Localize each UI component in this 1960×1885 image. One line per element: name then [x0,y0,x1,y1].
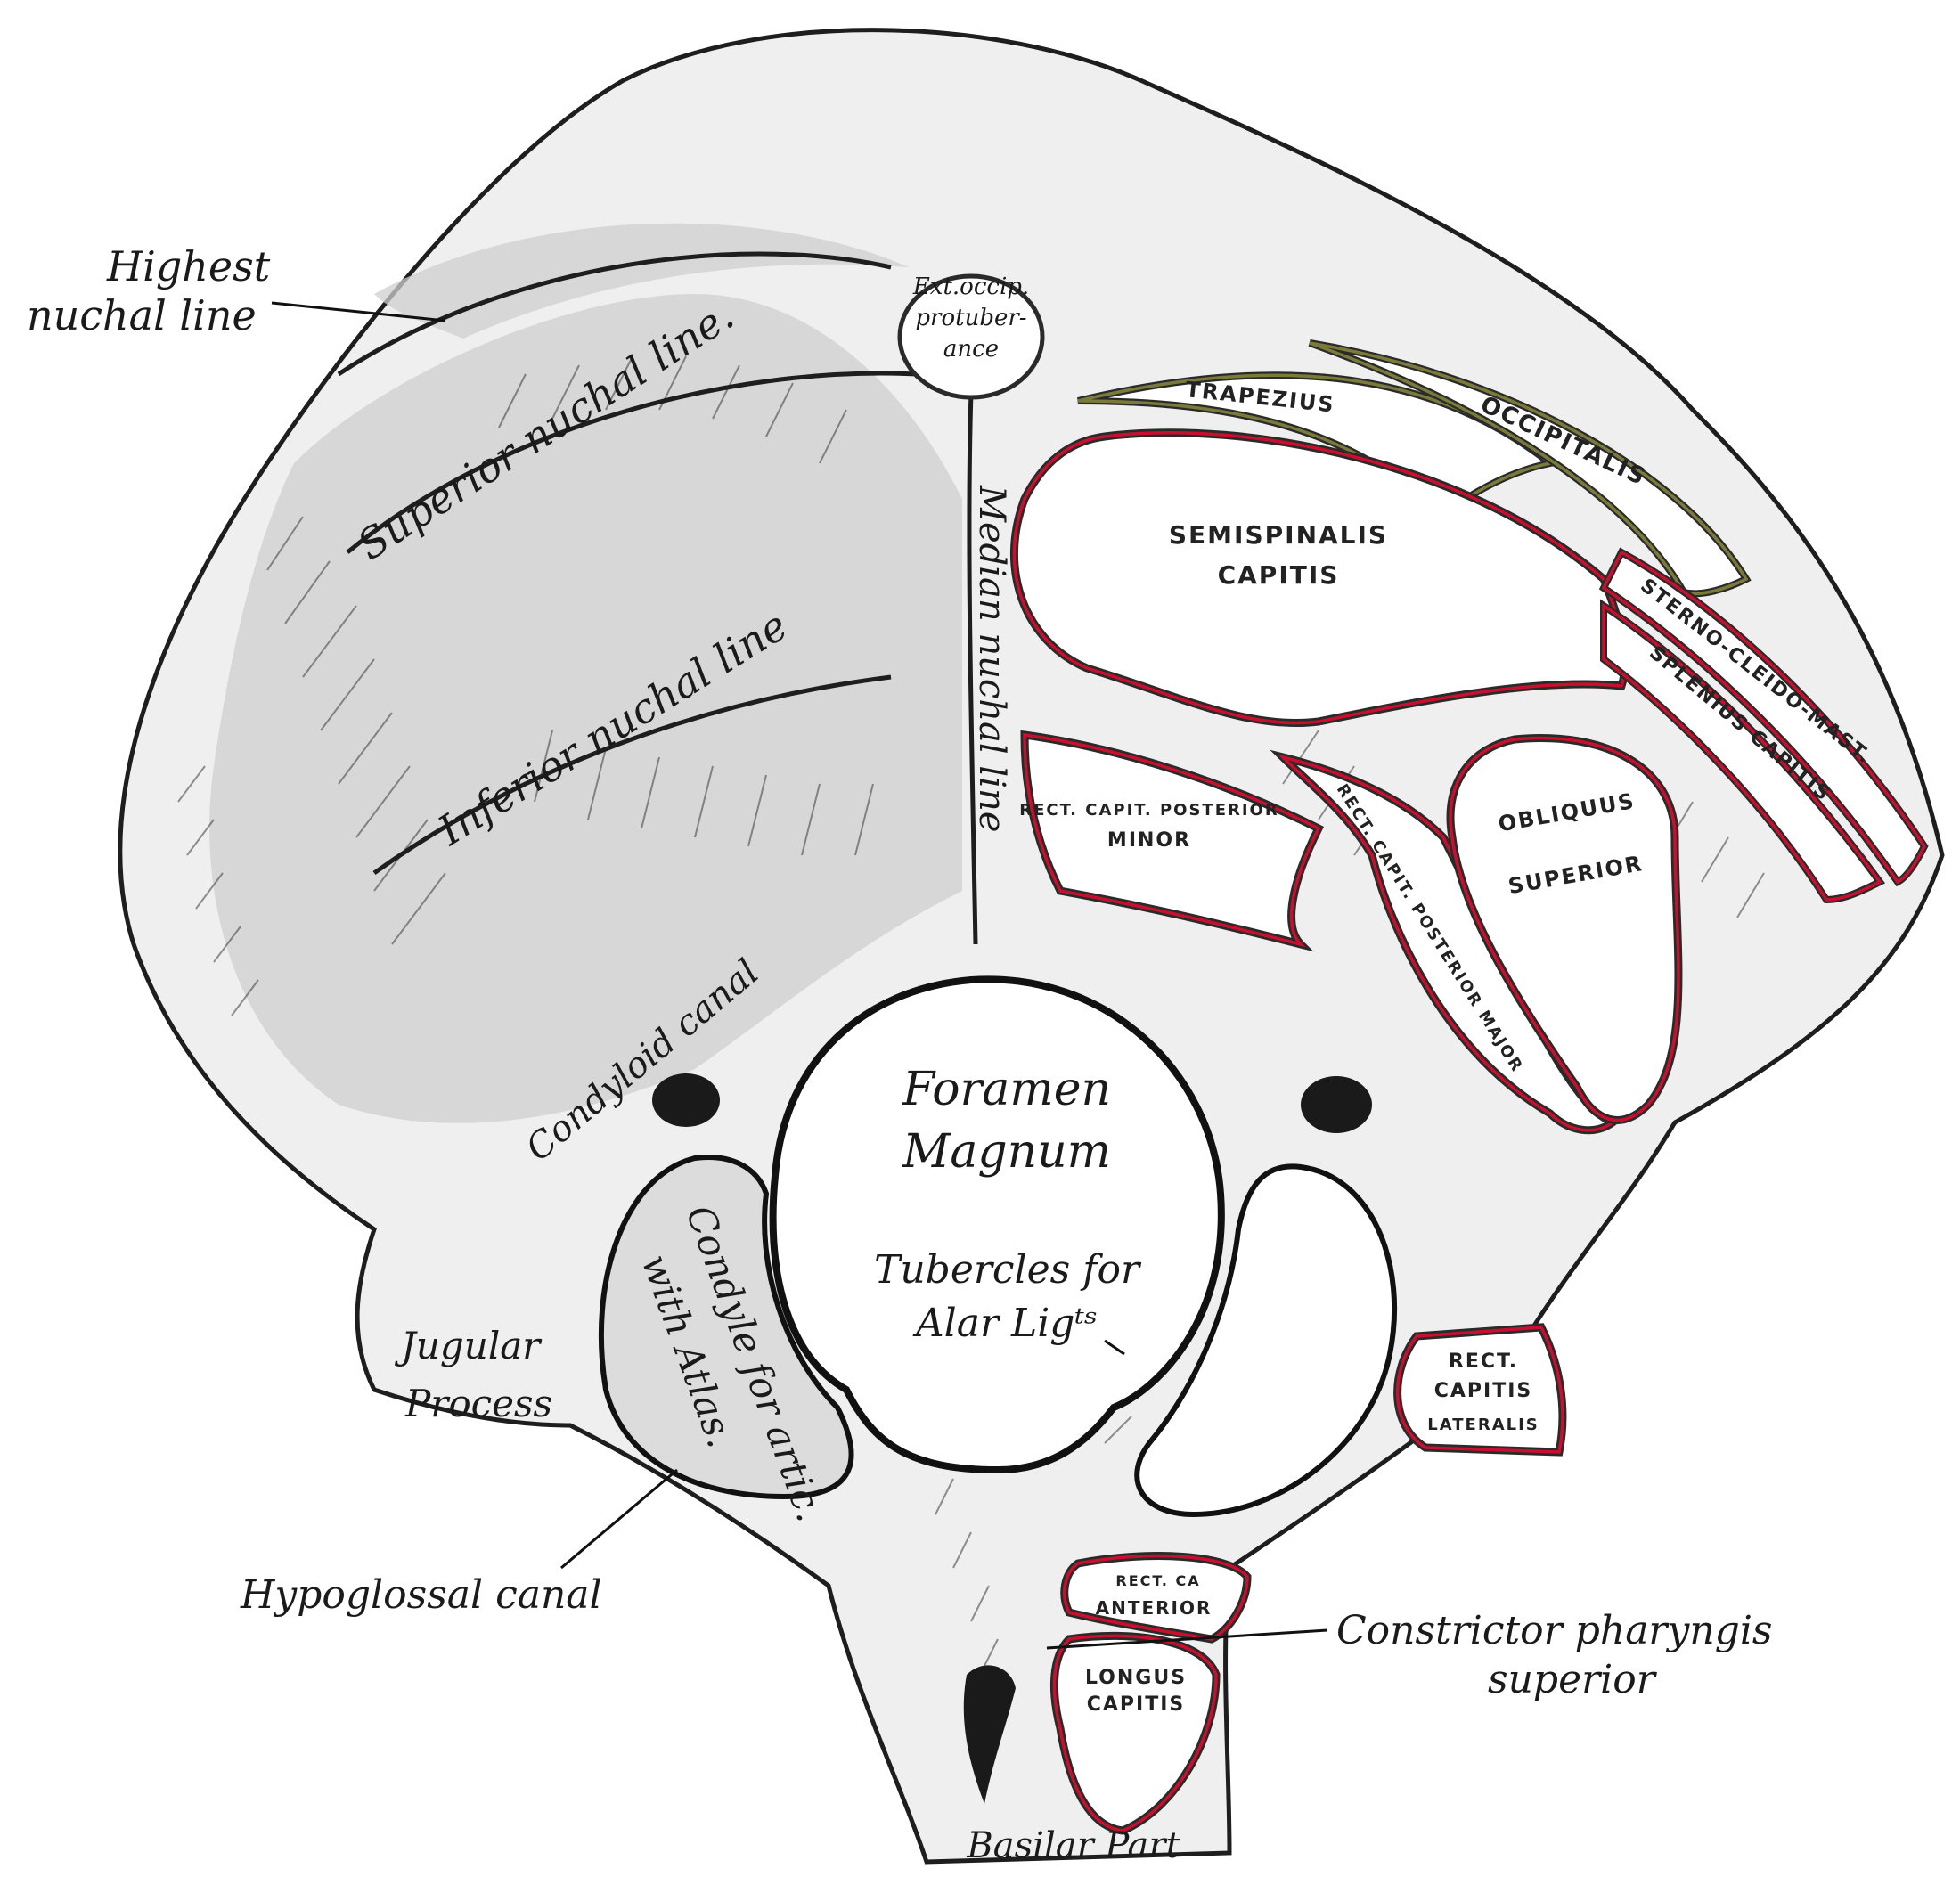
label-ext-occip-1: Ext.occip. [912,273,1029,300]
muscle-label-rect-ant-1: RECT. CA [1115,1572,1200,1589]
label-ext-occip-3: ance [943,336,999,363]
highest-nuchal-ridge [337,251,892,377]
label-jugular-2: Process [404,1382,552,1425]
leader-alar-ligament [1104,1339,1125,1356]
muscle-label-rect-minor-2: MINOR [1107,829,1191,852]
label-tubercles-1: Tubercles for [874,1247,1142,1293]
label-hypoglossal: Hypoglossal canal [240,1572,602,1618]
muscle-label-longus-2: CAPITIS [1087,1693,1186,1716]
leader-hypoglossal [560,1468,678,1570]
muscle-label-rect-ant-2: ANTERIOR [1096,1597,1213,1619]
nuchal-lines [337,251,978,945]
label-constrictor-1: Constrictor pharyngis [1336,1608,1772,1653]
right-condyle [1134,1163,1398,1518]
label-tubercles-2: Alar Ligᵗˢ [912,1301,1098,1346]
muscle-attachments [1009,339,1929,1835]
label-basilar: Basilar Part [966,1825,1180,1866]
left-shaded-surface [209,294,962,1123]
leader-constrictor [1046,1628,1328,1650]
muscle-label-rect-lat-2: CAPITIS [1434,1380,1533,1402]
muscle-label-rect-minor-1: RECT. CAPIT. POSTERIOR [1019,801,1278,820]
foramen-magnum [769,975,1225,1474]
bone-texture [177,355,1765,1729]
muscle-label-rect-lat-1: RECT. [1449,1351,1518,1373]
label-foramen-2: Magnum [902,1125,1111,1179]
muscle-label-semispinalis-2: CAPITIS [1218,560,1340,590]
label-jugular-1: Jugular [394,1324,543,1367]
label-median-nuchal: Median nuchal line [971,485,1012,832]
ext-occip-protuberance [897,273,1045,400]
label-ext-occip-2: protuber- [915,305,1026,331]
muscle-label-longus-1: LONGUS [1085,1667,1187,1689]
left-condyle [598,1155,854,1500]
muscle-label-semispinalis-1: SEMISPINALIS [1169,520,1388,550]
inferior-nuchal-ridge [372,674,892,876]
superior-nuchal-ridge [346,371,919,554]
leader-lines [271,301,1328,1650]
label-foramen-1: Foramen [902,1063,1111,1116]
median-nuchal-ridge [967,391,978,945]
label-highest-2: nuchal line [27,291,257,339]
pharyngeal-tubercle [963,1665,1016,1804]
leader-highest-nuchal [271,301,446,322]
label-highest-1: Highest [106,242,271,290]
right-condyloid-fossa [1301,1076,1372,1133]
muscle-label-rect-lat-3: LATERALIS [1427,1416,1539,1434]
left-condyloid-fossa [652,1073,720,1127]
label-constrictor-2: superior [1488,1657,1658,1702]
